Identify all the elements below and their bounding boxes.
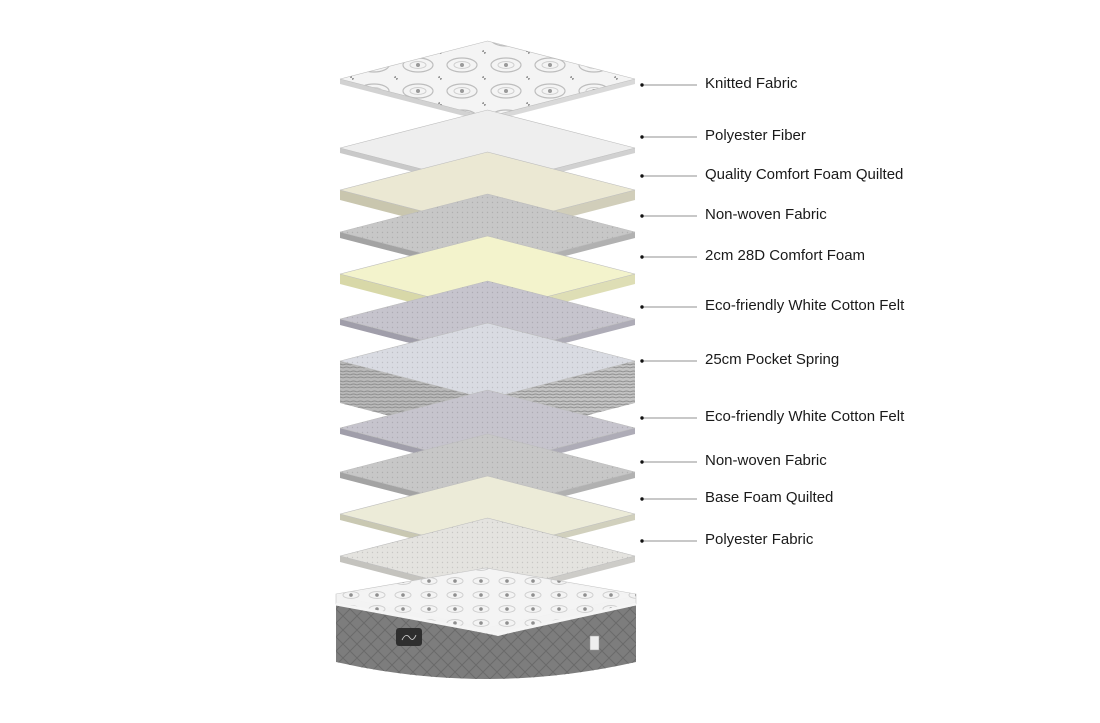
leader-dot <box>640 497 644 501</box>
label-eco-friendly-white-cotton-felt: Eco-friendly White Cotton Felt <box>705 297 905 314</box>
label-non-woven-fabric: Non-woven Fabric <box>705 452 827 469</box>
leader-dot <box>640 539 644 543</box>
assembled-mattress <box>335 567 637 679</box>
label-polyester-fiber: Polyester Fiber <box>705 127 806 144</box>
leader-dot <box>640 214 644 218</box>
label-non-woven-fabric: Non-woven Fabric <box>705 206 827 223</box>
label-25cm-pocket-spring: 25cm Pocket Spring <box>705 351 840 368</box>
layer-eco-friendly-white-cotton-felt <box>339 280 636 363</box>
leader-dot <box>640 460 644 464</box>
leader-dot <box>640 255 644 259</box>
side-tag <box>589 635 600 651</box>
leader-dot <box>640 174 644 178</box>
layer-knitted-fabric <box>339 40 636 122</box>
label-eco-friendly-white-cotton-felt: Eco-friendly White Cotton Felt <box>705 408 905 425</box>
label-2cm-28d-comfort-foam: 2cm 28D Comfort Foam <box>705 247 866 264</box>
leader-dot <box>640 416 644 420</box>
layer-polyester-fiber <box>339 109 636 191</box>
layer-25cm-pocket-spring <box>339 322 636 441</box>
leader-dot <box>640 305 644 309</box>
label-knitted-fabric: Knitted Fabric <box>705 75 798 92</box>
label-polyester-fabric: Polyester Fabric <box>705 531 814 548</box>
label-quality-comfort-foam-quilted: Quality Comfort Foam Quilted <box>705 166 904 183</box>
leader-dot <box>640 135 644 139</box>
label-base-foam-quilted: Base Foam Quilted <box>705 489 834 506</box>
leader-dot <box>640 359 644 363</box>
leader-dot <box>640 83 644 87</box>
layer-eco-friendly-white-cotton-felt <box>339 389 636 472</box>
